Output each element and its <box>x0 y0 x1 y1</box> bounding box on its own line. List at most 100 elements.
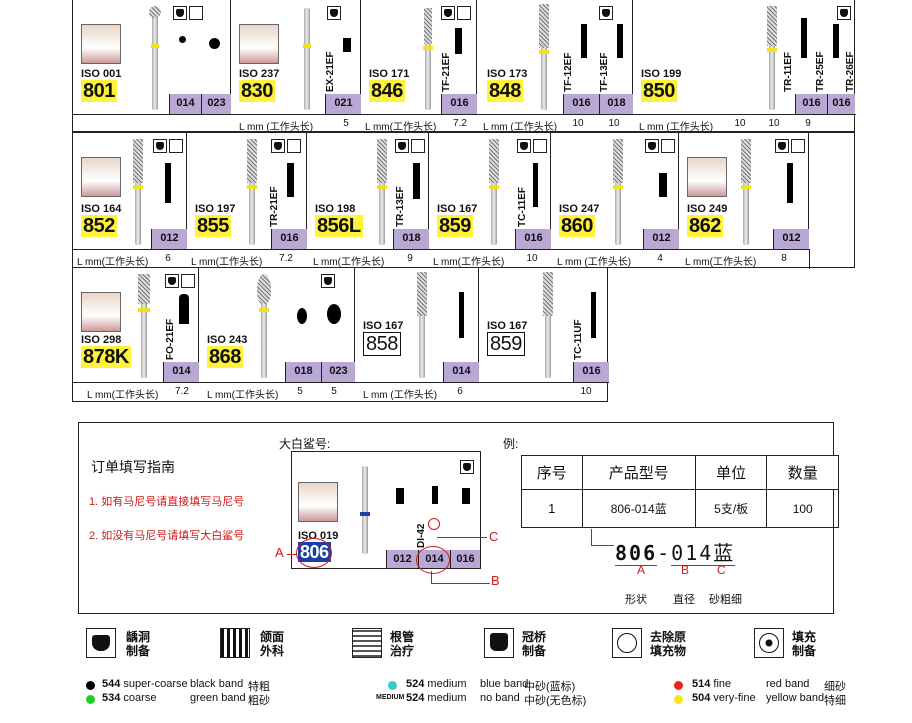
product-cell: ISO 199 850 TR-11EF TR-25EF TR-26EF 016 … <box>633 0 856 114</box>
length-label: L mm(工作头长) <box>685 257 757 268</box>
bur-head <box>741 139 751 183</box>
code-part-a: 806 <box>615 541 658 566</box>
table-header: 序号 <box>521 455 583 490</box>
table-header: 数量 <box>766 455 839 490</box>
iso-label: ISO 247 <box>559 203 600 215</box>
model-label: TR-26EF <box>845 51 856 92</box>
length-value: 10 <box>526 253 538 264</box>
product-photo <box>239 24 279 64</box>
bur-image <box>362 466 368 554</box>
tooth-cavity-icon <box>837 6 851 20</box>
bur-head <box>613 139 623 183</box>
bur-silhouette <box>396 488 404 504</box>
legend-label: 颌面 外科 <box>260 630 285 658</box>
bur-image <box>304 8 310 110</box>
product-number: 846 <box>369 80 405 102</box>
filling-removal-icon <box>287 139 301 153</box>
bur-silhouette <box>455 28 462 54</box>
grit-band <box>377 185 387 189</box>
size-code: 016 <box>271 229 307 249</box>
bur-silhouette <box>533 163 538 207</box>
grit-cn: 特粗 <box>248 681 270 693</box>
grit-band <box>539 50 549 54</box>
product-photo <box>81 157 121 197</box>
part-b-arrow: B <box>681 563 690 577</box>
table-header: 单位 <box>694 455 768 490</box>
tooth-cavity-icon <box>460 460 474 474</box>
tooth-cavity-icon <box>165 274 179 288</box>
model-label: TF-12EF <box>563 52 574 92</box>
product-cell: ISO 197 855 TR-21EF 016 <box>187 133 307 249</box>
product-number: 856L <box>315 215 363 237</box>
bur-image <box>249 141 255 245</box>
length-value: 10 <box>608 118 620 129</box>
bur-silhouette <box>833 24 839 58</box>
product-number: 878K <box>81 346 131 368</box>
grit-band <box>423 46 433 50</box>
product-cell: ISO 243 868 018 023 <box>199 268 355 382</box>
grit-entry: 534 coarse <box>102 692 157 704</box>
legend-label: 填充 制备 <box>792 630 817 658</box>
iso-label: ISO 237 <box>239 68 280 80</box>
marker-b-line <box>431 571 490 584</box>
iso-label: ISO 198 <box>315 203 356 215</box>
marker-circle-c <box>428 518 440 530</box>
grit-cn: 中砂(无色标) <box>524 695 587 707</box>
root-canal-icon <box>352 628 382 658</box>
length-value: 7.2 <box>453 118 467 129</box>
part-a-label: 形状 <box>625 594 647 606</box>
marker-a-line <box>287 554 297 555</box>
product-number: 848 <box>487 80 523 102</box>
iso-label: ISO 298 <box>81 334 122 346</box>
table-cell: 806-014蓝 <box>581 489 696 528</box>
product-cell: ISO 167 859 TC-11EF 016 <box>429 133 551 249</box>
legend-label: 冠桥 制备 <box>522 630 547 658</box>
grit-band <box>259 308 269 312</box>
bur-silhouette <box>327 304 341 324</box>
bur-image <box>135 141 141 245</box>
part-a-arrow: A <box>637 563 646 577</box>
grit-entry: 544 super-coarse <box>102 678 188 690</box>
bur-image <box>261 284 267 378</box>
filling-removal-icon <box>411 139 425 153</box>
part-c-arrow: C <box>717 563 726 577</box>
marker-c: C <box>489 529 499 544</box>
product-photo <box>298 482 338 522</box>
product-number: 855 <box>195 215 231 237</box>
tooth-cavity-icon <box>173 6 187 20</box>
length-value: 8 <box>781 253 787 264</box>
bur-silhouette <box>287 163 294 197</box>
marker-a: A <box>275 545 284 560</box>
product-photo <box>687 157 727 197</box>
product-number: 868 <box>207 346 243 368</box>
grit-band <box>303 44 311 48</box>
product-number: 850 <box>641 80 677 102</box>
size-code: 014 <box>163 362 199 382</box>
bur-silhouette <box>432 486 438 504</box>
iso-label: ISO 249 <box>687 203 728 215</box>
filling-removal-icon <box>661 139 675 153</box>
size-code: 012 <box>773 229 809 249</box>
model-label: TR-13EF <box>395 186 406 227</box>
size-code: 016 <box>573 362 609 382</box>
tooth-cavity-icon <box>775 139 789 153</box>
filling-removal-icon <box>181 274 195 288</box>
sample-model-label: DI-42 <box>416 523 427 548</box>
product-cell: ISO 167 859 TC-11UF 016 <box>479 268 609 382</box>
length-row: L mm(工作头长) 7.2 L mm(工作头长) 5 5 L mm (工作头长… <box>73 382 609 402</box>
marker-c-line <box>437 537 487 538</box>
grit-band-label: yellow band <box>766 692 825 704</box>
shark-label: 大白鲨号: <box>279 437 331 451</box>
grit-band-label: black band <box>190 678 244 690</box>
length-label: L mm(工作头长) <box>77 257 149 268</box>
tooth-cavity-icon <box>327 6 341 20</box>
bur-head <box>149 6 161 18</box>
product-cell: ISO 249 862 012 <box>679 133 809 249</box>
bur-image <box>545 274 551 378</box>
tooth-cavity-icon <box>153 139 167 153</box>
length-label: L mm(工作头长) <box>87 390 159 401</box>
size-code: 012 <box>151 229 187 249</box>
product-cell: ISO 164 852 012 <box>73 133 187 249</box>
filling-removal-icon <box>169 139 183 153</box>
size-code: 021 <box>325 94 361 114</box>
